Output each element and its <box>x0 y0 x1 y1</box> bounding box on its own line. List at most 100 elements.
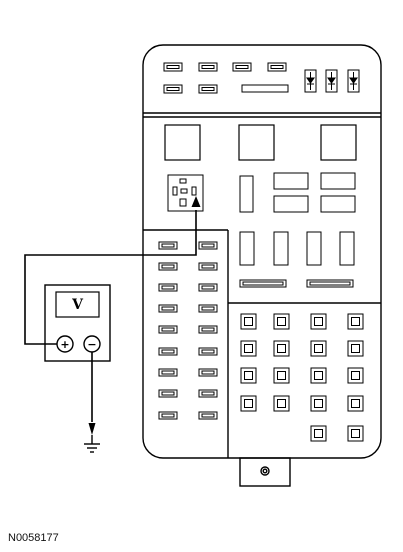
square-fuse-inner <box>314 317 323 326</box>
square-fuse <box>347 313 364 330</box>
square-fuse <box>273 340 290 357</box>
diode-icon <box>347 69 360 93</box>
square-fuse-grid <box>240 313 364 442</box>
mini-fuse-inner <box>161 264 175 269</box>
square-fuse <box>347 425 364 442</box>
square-fuse-inner <box>351 344 360 353</box>
ground-probe-tip-icon <box>88 423 96 435</box>
square-fuse-inner <box>244 399 253 408</box>
square-fuse <box>347 395 364 412</box>
relay-tall <box>339 231 355 266</box>
relay-tall <box>239 175 254 213</box>
positive-test-lead <box>24 210 197 345</box>
middle-relays <box>239 172 356 288</box>
square-fuse <box>310 313 327 330</box>
square-fuse-inner <box>277 371 286 380</box>
mini-fuse <box>198 262 218 271</box>
mini-fuse-inner <box>161 349 175 354</box>
mini-fuse-inner <box>201 243 215 248</box>
connector-bolt-center <box>262 468 268 474</box>
test-leads <box>24 210 197 422</box>
socket-pin <box>180 188 188 194</box>
mini-fuse <box>158 347 178 356</box>
mini-fuse <box>198 304 218 313</box>
mini-fuse-inner <box>235 65 249 69</box>
square-fuse-inner <box>244 371 253 380</box>
mini-fuse <box>158 304 178 313</box>
square-fuse-inner <box>314 399 323 408</box>
diode-icon <box>304 69 317 93</box>
mini-fuse <box>267 62 287 72</box>
relay-wide <box>320 172 356 190</box>
figure-id: N0058177 <box>8 532 59 544</box>
mini-fuse-inner <box>166 65 180 69</box>
square-fuse <box>273 395 290 412</box>
long-fuse <box>241 84 289 93</box>
square-fuse <box>310 395 327 412</box>
probe-arrow-icon <box>191 196 201 207</box>
socket-pin <box>172 186 178 196</box>
diode-icon <box>325 69 338 93</box>
socket-pin <box>179 178 187 184</box>
square-fuse-inner <box>277 344 286 353</box>
relay-tall <box>239 231 255 266</box>
long-fuse <box>306 279 354 288</box>
mini-fuse <box>198 62 218 72</box>
mini-fuse <box>198 368 218 377</box>
relay-wide <box>273 172 309 190</box>
mini-fuse-inner <box>161 285 175 290</box>
mini-fuse-inner <box>201 327 215 332</box>
mini-fuse <box>198 283 218 292</box>
square-fuse <box>273 313 290 330</box>
square-fuse <box>310 367 327 384</box>
long-fuse-inner <box>242 281 284 286</box>
square-fuse-inner <box>351 429 360 438</box>
positive-terminal-label: + <box>60 338 69 351</box>
fuse-box <box>142 44 382 487</box>
square-fuse-inner <box>314 371 323 380</box>
square-fuse <box>347 367 364 384</box>
mini-fuse <box>158 411 178 420</box>
mini-fuse <box>158 389 178 398</box>
square-fuse-inner <box>277 399 286 408</box>
square-fuse-inner <box>351 399 360 408</box>
negative-terminal-label: − <box>87 338 96 351</box>
mini-fuse <box>198 325 218 334</box>
connector-tab <box>239 457 291 487</box>
square-fuse <box>273 367 290 384</box>
square-fuse-inner <box>351 371 360 380</box>
square-fuse <box>347 340 364 357</box>
mini-fuse <box>198 241 218 250</box>
mini-fuse <box>198 347 218 356</box>
square-fuse-inner <box>351 317 360 326</box>
square-fuse-inner <box>244 317 253 326</box>
square-fuse-inner <box>314 344 323 353</box>
mini-fuse-inner <box>201 65 215 69</box>
mini-fuse <box>232 62 252 72</box>
socket-pin <box>191 186 197 196</box>
mini-fuse-inner <box>161 370 175 375</box>
mini-fuse <box>198 389 218 398</box>
mini-fuse-inner <box>270 65 284 69</box>
relay-tall <box>273 231 289 266</box>
voltmeter-display <box>55 291 100 318</box>
connector-bolt-icon <box>260 466 270 476</box>
relay-large <box>164 124 201 161</box>
relay-socket-icon <box>167 174 204 212</box>
large-relays <box>164 124 357 161</box>
ground-symbol-icon <box>84 435 100 453</box>
mini-fuse-inner <box>201 413 215 418</box>
mini-fuse <box>158 325 178 334</box>
mini-fuse-inner <box>161 327 175 332</box>
square-fuse <box>310 340 327 357</box>
mini-fuse <box>198 84 218 94</box>
mini-fuse-inner <box>201 349 215 354</box>
relay-large <box>320 124 357 161</box>
relay-socket <box>167 174 204 212</box>
square-fuse <box>310 425 327 442</box>
top-fuse-row <box>163 62 289 94</box>
mini-fuse-inner <box>201 306 215 311</box>
mini-fuse-inner <box>161 243 175 248</box>
